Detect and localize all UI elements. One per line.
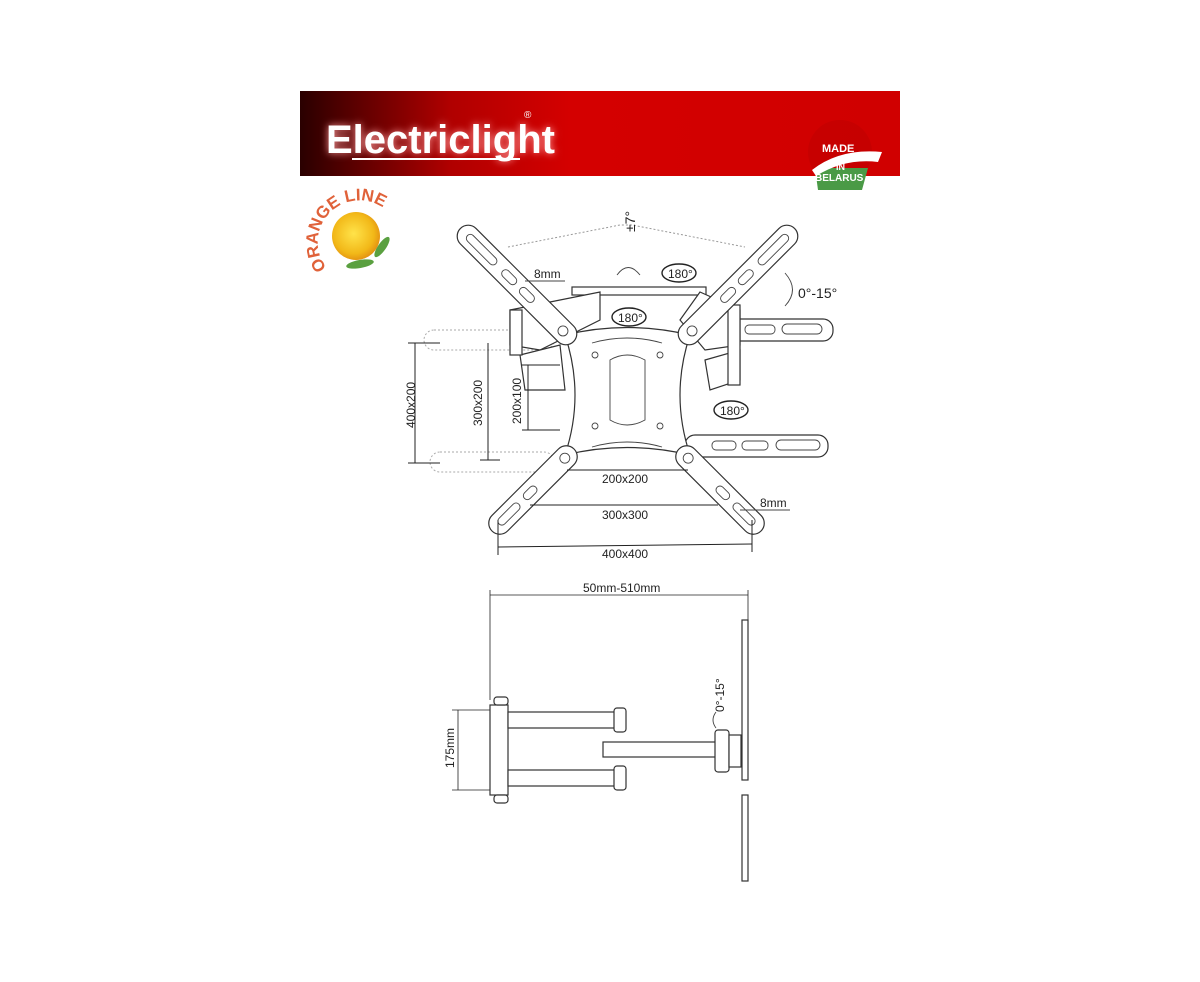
orange-line-logo: ORANGE LINE (303, 185, 390, 276)
tilt-label: 0°-15° (798, 285, 837, 301)
swivel-label: ±7° (622, 211, 638, 232)
svg-text:300x200: 300x200 (471, 380, 485, 426)
svg-text:175mm: 175mm (443, 728, 457, 768)
side-tilt-label: 0°-15° (713, 678, 727, 712)
vesa-arm-top-left (456, 224, 578, 346)
svg-text:IN: IN (836, 162, 845, 172)
svg-text:Electriclight: Electriclight (326, 118, 555, 162)
rotation-180-badge: 180° (661, 263, 697, 283)
svg-text:200x200: 200x200 (602, 472, 648, 486)
vesa-arm-bottom-left (488, 445, 578, 535)
svg-text:8mm: 8mm (760, 496, 787, 510)
svg-text:180°: 180° (618, 311, 643, 325)
header-banner: Electriclight ® MADE IN BELARUS (300, 91, 900, 190)
brand-logo: Electriclight ® (326, 110, 555, 162)
svg-text:180°: 180° (720, 404, 745, 418)
side-view: 50mm-510mm 175mm 0°-15° (443, 581, 749, 882)
svg-text:300x300: 300x300 (602, 508, 648, 522)
svg-text:®: ® (524, 110, 532, 121)
horizontal-arm (684, 434, 829, 458)
tilt-arrow-icon (712, 711, 717, 729)
svg-text:MADE: MADE (822, 143, 854, 155)
rotation-180-badge: 180° (611, 307, 647, 327)
vesa-arm-top-right (677, 224, 799, 346)
svg-text:50mm-510mm: 50mm-510mm (583, 581, 660, 595)
svg-text:180°: 180° (668, 267, 693, 281)
svg-text:BELARUS: BELARUS (815, 173, 864, 184)
swivel-arrow-icon (616, 267, 641, 276)
svg-text:400x400: 400x400 (602, 547, 648, 561)
made-in-belarus-badge: MADE IN BELARUS (808, 120, 882, 190)
svg-text:200x100: 200x100 (510, 378, 524, 424)
rotation-180-badge: 180° (713, 400, 749, 420)
svg-text:8mm: 8mm (534, 267, 561, 281)
tilt-arrow-icon (784, 272, 793, 307)
svg-text:400x200: 400x200 (404, 382, 418, 428)
front-view: ±7° (404, 211, 837, 561)
